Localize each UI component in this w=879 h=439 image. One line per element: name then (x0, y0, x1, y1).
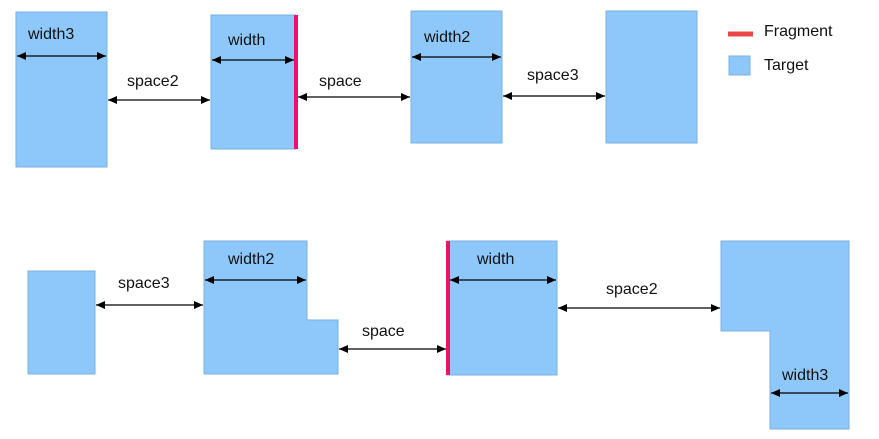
top-target-box-1 (15, 11, 108, 168)
bottom-width3-label: width3 (781, 367, 828, 384)
legend-target-label: Target (764, 57, 809, 74)
bottom-width-label: width (476, 251, 514, 268)
bottom-space-label: space (362, 323, 405, 340)
bottom-space2-label: space2 (606, 281, 658, 298)
top-width-label: width (227, 32, 265, 49)
top-space-label: space (319, 73, 362, 90)
bottom-space3-label: space3 (118, 275, 170, 292)
bottom-target-box-4 (720, 240, 850, 430)
bottom-target-box-2 (203, 240, 339, 375)
bottom-width2-label: width2 (227, 251, 274, 268)
top-width3-label: width3 (27, 26, 74, 43)
bottom-target-box-3 (446, 240, 558, 376)
top-target-box-4 (605, 10, 698, 144)
top-width2-label: width2 (423, 29, 470, 46)
bottom-target-box-1 (27, 270, 96, 375)
legend-fragment-label: Fragment (764, 23, 833, 40)
legend-target-swatch (728, 55, 751, 76)
top-target-box-3 (410, 10, 503, 144)
top-target-box-2 (210, 14, 297, 150)
top-space2-label: space2 (127, 73, 179, 90)
top-space3-label: space3 (527, 67, 579, 84)
